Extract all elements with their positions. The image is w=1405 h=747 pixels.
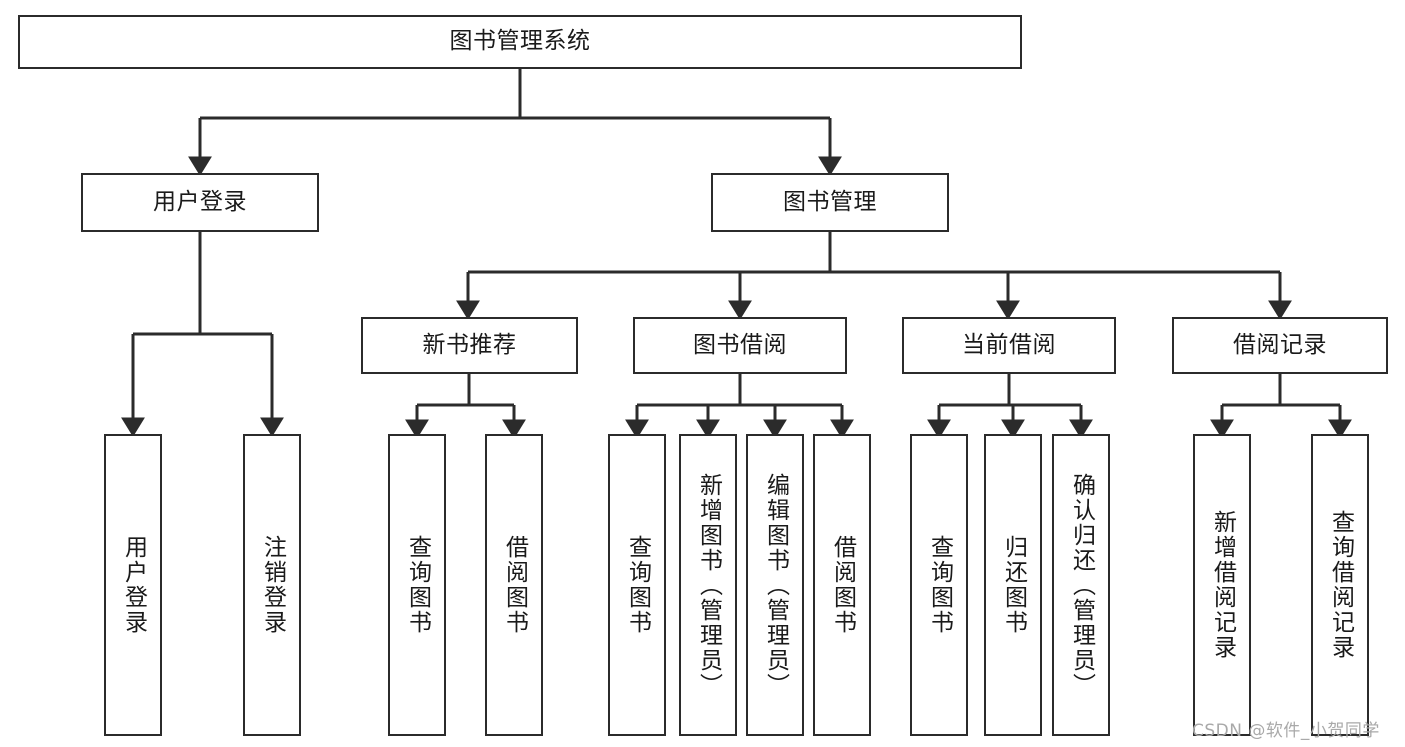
node-leaf-query-book-3-label: 查询图书	[926, 535, 953, 635]
node-book-manage[interactable]: 图书管理	[711, 173, 949, 232]
node-leaf-user-login-label: 用户登录	[120, 535, 147, 635]
node-leaf-query-borrow-record-label: 查询借阅记录	[1327, 510, 1354, 660]
node-current-borrow-label: 当前借阅	[962, 331, 1056, 358]
node-leaf-user-login[interactable]: 用户登录	[104, 434, 162, 736]
node-book-borrow-label: 图书借阅	[693, 331, 787, 358]
node-leaf-edit-book-label: 编辑图书（管理员）	[762, 472, 789, 698]
node-leaf-confirm-return-label: 确认归还（管理员）	[1068, 472, 1095, 698]
watermark-text: CSDN @软件_小贺同学	[1192, 721, 1380, 741]
node-leaf-query-book-3[interactable]: 查询图书	[910, 434, 968, 736]
node-root-label: 图书管理系统	[449, 28, 591, 55]
node-current-borrow[interactable]: 当前借阅	[902, 317, 1116, 374]
node-new-book-recommend[interactable]: 新书推荐	[361, 317, 578, 374]
node-borrow-record[interactable]: 借阅记录	[1172, 317, 1388, 374]
node-leaf-borrow-book-1[interactable]: 借阅图书	[485, 434, 543, 736]
node-book-borrow[interactable]: 图书借阅	[633, 317, 847, 374]
node-user-login-label: 用户登录	[153, 188, 247, 215]
node-leaf-return-book[interactable]: 归还图书	[984, 434, 1042, 736]
node-leaf-user-logout-label: 注销登录	[259, 535, 286, 635]
node-leaf-query-book-2-label: 查询图书	[624, 535, 651, 635]
node-leaf-edit-book[interactable]: 编辑图书（管理员）	[746, 434, 804, 736]
node-leaf-user-logout[interactable]: 注销登录	[243, 434, 301, 736]
node-leaf-return-book-label: 归还图书	[1000, 535, 1027, 635]
node-new-book-recommend-label: 新书推荐	[422, 331, 517, 358]
node-leaf-query-book-1[interactable]: 查询图书	[388, 434, 446, 736]
node-leaf-borrow-book-2[interactable]: 借阅图书	[813, 434, 871, 736]
node-leaf-add-borrow-record[interactable]: 新增借阅记录	[1193, 434, 1251, 736]
node-leaf-confirm-return[interactable]: 确认归还（管理员）	[1052, 434, 1110, 736]
node-leaf-query-book-1-label: 查询图书	[404, 535, 431, 635]
node-leaf-borrow-book-2-label: 借阅图书	[829, 535, 856, 635]
node-leaf-add-book[interactable]: 新增图书（管理员）	[679, 434, 737, 736]
node-user-login[interactable]: 用户登录	[81, 173, 319, 232]
node-book-manage-label: 图书管理	[783, 188, 877, 215]
node-leaf-borrow-book-1-label: 借阅图书	[501, 535, 528, 635]
node-leaf-add-borrow-record-label: 新增借阅记录	[1209, 510, 1236, 660]
node-root[interactable]: 图书管理系统	[18, 15, 1022, 69]
node-leaf-query-borrow-record[interactable]: 查询借阅记录	[1311, 434, 1369, 736]
node-leaf-add-book-label: 新增图书（管理员）	[695, 472, 722, 698]
node-leaf-query-book-2[interactable]: 查询图书	[608, 434, 666, 736]
node-borrow-record-label: 借阅记录	[1233, 331, 1327, 358]
